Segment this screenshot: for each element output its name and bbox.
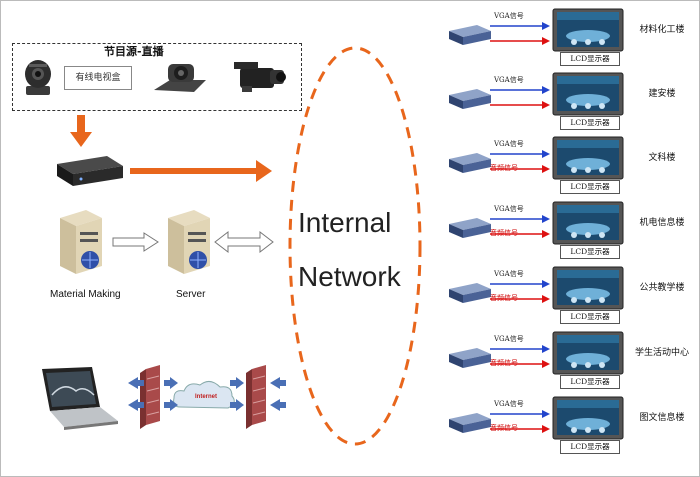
material-server-icon (60, 210, 102, 274)
audio-signal-label: 音频信号 (490, 359, 518, 367)
vga-signal-label: VGA信号 (494, 205, 524, 213)
display-row: VGA信号 LCD显示器 建安楼 (442, 72, 700, 130)
network-line-1: Internal (298, 207, 392, 238)
server-label: Server (176, 289, 206, 300)
signal-arrows (490, 280, 550, 303)
lcd-monitor-icon (552, 266, 624, 310)
camcorder-icon (234, 62, 286, 92)
display-row: VGA信号 音频信号 LCD显示器 图文信息楼 (442, 396, 700, 454)
building-label: 材料化工楼 (639, 25, 685, 35)
display-row: VGA信号 LCD显示器 材料化工楼 (442, 8, 700, 66)
vga-signal-label: VGA信号 (494, 140, 524, 148)
server-icon (168, 210, 210, 274)
bidirectional-arrow-icon (214, 230, 274, 254)
building-label: 公共教学楼 (639, 283, 685, 293)
lcd-monitor-icon (552, 72, 624, 116)
lcd-display-label: LCD显示器 (560, 180, 620, 194)
lcd-display-label: LCD显示器 (560, 310, 620, 324)
receiver-box-icon (449, 218, 491, 238)
laptop-icon (42, 367, 118, 430)
internal-network-ellipse (288, 46, 422, 446)
receiver-box-icon (449, 25, 491, 45)
display-row: VGA信号 音频信号 LCD显示器 公共教学楼 (442, 266, 700, 324)
lcd-display-label: LCD显示器 (560, 52, 620, 66)
building-label: 学生活动中心 (634, 348, 689, 358)
lcd-monitor-icon (552, 136, 624, 180)
live-source-group (12, 43, 302, 111)
building-label: 机电信息楼 (639, 218, 685, 228)
receiver-box-icon (449, 413, 491, 433)
signal-arrows (490, 345, 550, 368)
lcd-monitor-icon (552, 396, 624, 440)
display-row: VGA信号 音频信号 LCD显示器 文科楼 (442, 136, 700, 194)
building-label: 图文信息楼 (639, 413, 685, 423)
internet-cloud-label: Internet (195, 394, 218, 400)
vga-signal-label: VGA信号 (494, 335, 524, 343)
material-making-label: Material Making (50, 289, 121, 300)
vga-signal-label: VGA信号 (494, 12, 524, 20)
cable-tv-box-label: 有线电视盒 (64, 66, 132, 90)
arrow-down-icon (70, 115, 92, 147)
receiver-box-icon (449, 348, 491, 368)
internal-network-label: Internal Network (298, 196, 401, 304)
building-label: 文科楼 (648, 153, 676, 163)
audio-signal-label: 音频信号 (490, 229, 518, 237)
display-row: VGA信号 音频信号 LCD显示器 机电信息楼 (442, 201, 700, 259)
vga-signal-label: VGA信号 (494, 76, 524, 84)
receiver-box-icon (449, 89, 491, 109)
lcd-monitor-icon (552, 8, 624, 52)
arrow-right-outline-icon (112, 232, 159, 252)
encoder-device-icon (57, 156, 123, 186)
lcd-monitor-icon (552, 331, 624, 375)
signal-arrows (490, 22, 550, 45)
network-line-2: Network (298, 261, 401, 292)
audio-signal-label: 音频信号 (490, 424, 518, 432)
lcd-display-label: LCD显示器 (560, 440, 620, 454)
lcd-display-label: LCD显示器 (560, 116, 620, 130)
conference-camera-icon (154, 64, 206, 92)
signal-arrows (490, 215, 550, 238)
firewall-internet-group (128, 365, 286, 429)
signal-arrows (490, 410, 550, 433)
building-label: 建安楼 (648, 89, 676, 99)
ptz-camera-icon (25, 60, 51, 95)
arrow-right-icon (130, 160, 272, 182)
signal-arrows (490, 86, 550, 109)
signal-arrows (490, 150, 550, 173)
receiver-box-icon (449, 153, 491, 173)
lcd-display-label: LCD显示器 (560, 375, 620, 389)
audio-signal-label: 音频信号 (490, 164, 518, 172)
lcd-display-label: LCD显示器 (560, 245, 620, 259)
lcd-monitor-icon (552, 201, 624, 245)
audio-signal-label: 音频信号 (490, 294, 518, 302)
display-row: VGA信号 音频信号 LCD显示器 学生活动中心 (442, 331, 700, 389)
vga-signal-label: VGA信号 (494, 400, 524, 408)
live-source-title: 节目源-直播 (104, 45, 164, 58)
vga-signal-label: VGA信号 (494, 270, 524, 278)
receiver-box-icon (449, 283, 491, 303)
